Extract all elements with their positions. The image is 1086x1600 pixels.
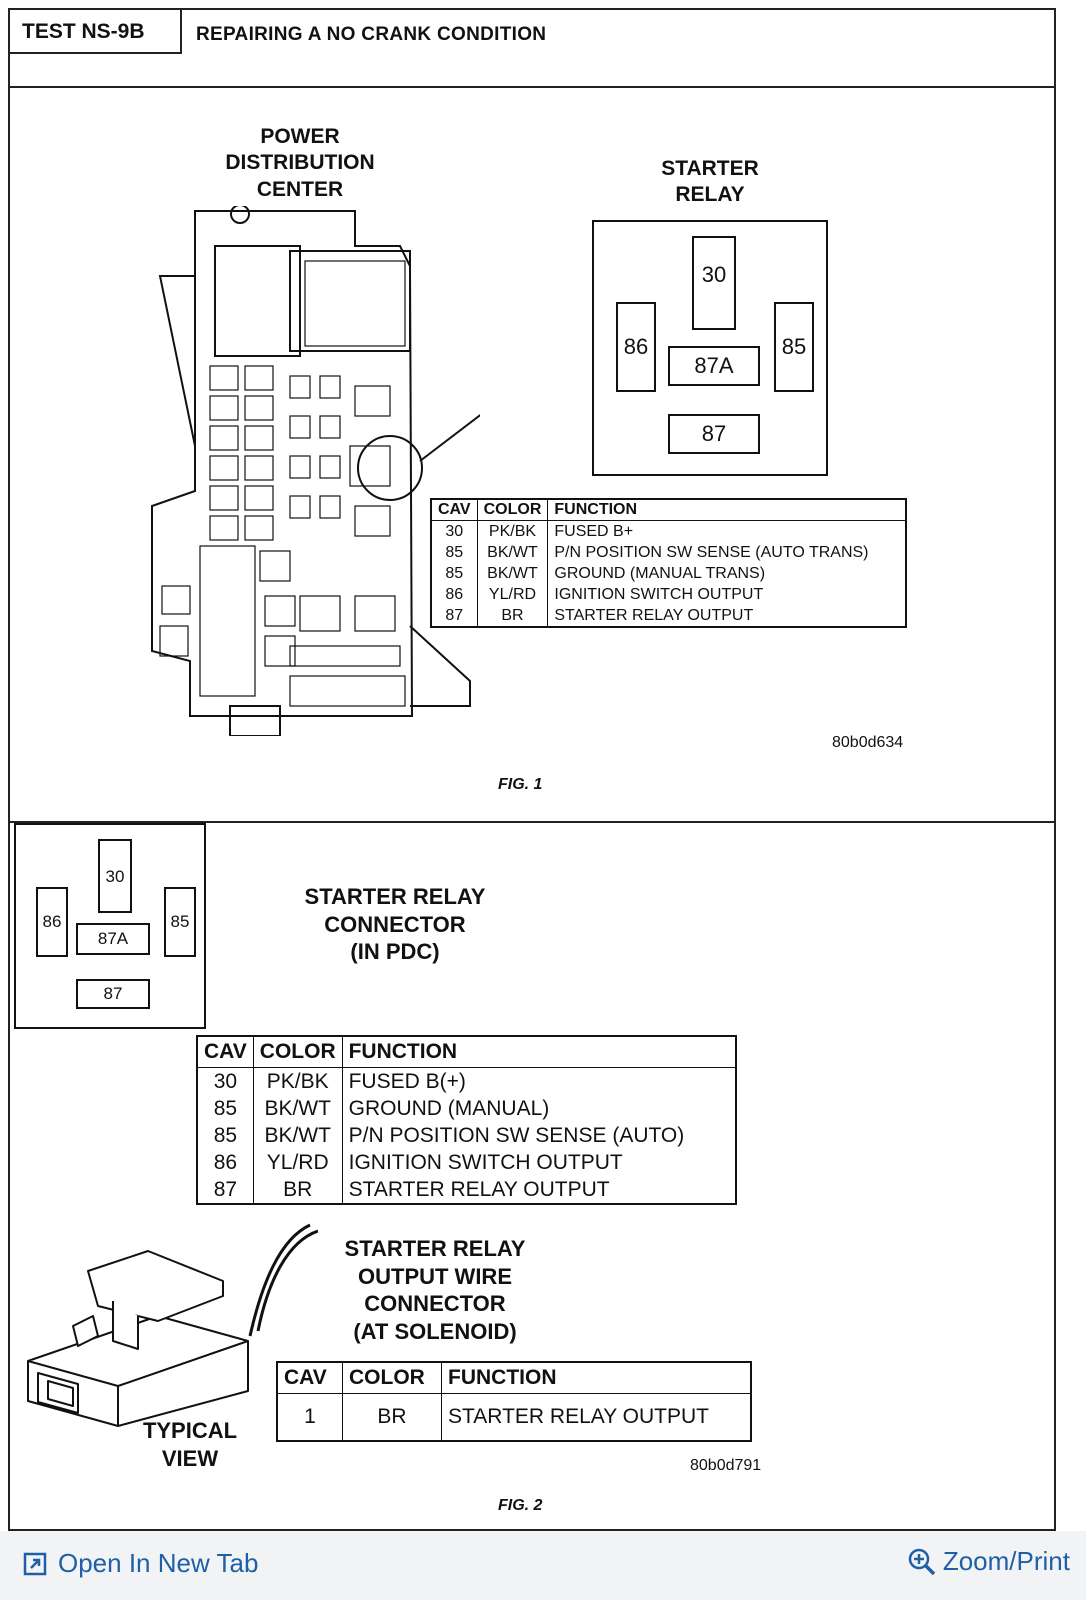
output-wire-cavity-table: CAV COLOR FUNCTION 1 BR STARTER RELAY OU…: [276, 1361, 752, 1442]
connector-pin-85: 85: [164, 887, 196, 957]
connector-pin-87a: 87A: [76, 923, 150, 955]
relay-pin-85: 85: [774, 302, 814, 392]
output-wire-connector-drawing: [27, 1223, 318, 1427]
power-distribution-center-drawing: [151, 206, 480, 736]
relay-connector-box: 30 86 85 87A 87: [14, 823, 206, 1029]
zoom-print-label[interactable]: Zoom/Print: [942, 1546, 1070, 1576]
column-header-color: COLOR: [342, 1361, 442, 1394]
connector-pin-87: 87: [76, 979, 150, 1009]
footer-bar: [0, 1531, 1086, 1600]
column-header-color: COLOR: [476, 498, 549, 521]
open-in-new-tab-label[interactable]: Open In New Tab: [58, 1548, 259, 1578]
document-frame: TEST NS-9B REPAIRING A NO CRANK CONDITIO…: [8, 8, 1056, 1531]
relay-connector-label: STARTER RELAY CONNECTOR (IN PDC): [304, 884, 486, 964]
relay-pin-86: 86: [616, 302, 656, 392]
column-header-function: FUNCTION: [441, 1361, 752, 1394]
magnifier-plus-icon: [908, 1548, 936, 1575]
test-header: TEST NS-9B REPAIRING A NO CRANK CONDITIO…: [10, 10, 1054, 88]
figure-2-image-code: 80b0d791: [690, 1457, 762, 1474]
figure-2-caption: FIG. 2: [498, 1497, 543, 1514]
output-wire-connector-label: STARTER RELAY OUTPUT WIRE CONNECTOR (AT …: [344, 1236, 526, 1344]
pdc-label: POWER DISTRIBUTION CENTER: [225, 125, 375, 201]
open-external-icon: [23, 1552, 47, 1575]
relay-pin-30: 30: [692, 236, 736, 330]
column-header-cav: CAV: [276, 1361, 343, 1394]
column-header-cav: CAV: [430, 498, 478, 521]
column-header-function: FUNCTION: [547, 498, 907, 521]
connector-pin-86: 86: [36, 887, 68, 957]
connector-pin-30: 30: [98, 839, 132, 913]
zoom-print-link[interactable]: Zoom/Print: [907, 1546, 1070, 1577]
starter-relay-label: STARTER RELAY: [661, 157, 759, 207]
test-id: TEST NS-9B: [10, 10, 182, 54]
column-header-function: FUNCTION: [341, 1035, 737, 1068]
figure-1-caption: FIG. 1: [498, 776, 543, 793]
figure-1-image-code: 80b0d634: [832, 734, 904, 751]
column-header-color: COLOR: [252, 1035, 343, 1068]
table-row: 1 BR STARTER RELAY OUTPUT: [276, 1393, 752, 1442]
figure-1: POWER DISTRIBUTION CENTER STARTER RELAY: [10, 86, 1054, 823]
figure-2: 30 86 85 87A 87 STARTER RELAY CONNECTOR …: [10, 821, 1054, 1531]
test-title: REPAIRING A NO CRANK CONDITION: [196, 24, 547, 45]
column-header-cav: CAV: [196, 1035, 254, 1068]
relay-pin-87a: 87A: [668, 346, 760, 386]
typical-view-label: TYPICAL VIEW: [142, 1418, 238, 1471]
starter-relay-box: 30 86 85 87A 87: [592, 220, 828, 476]
open-in-new-tab-link[interactable]: Open In New Tab: [22, 1548, 258, 1579]
relay-pin-87: 87: [668, 414, 760, 454]
